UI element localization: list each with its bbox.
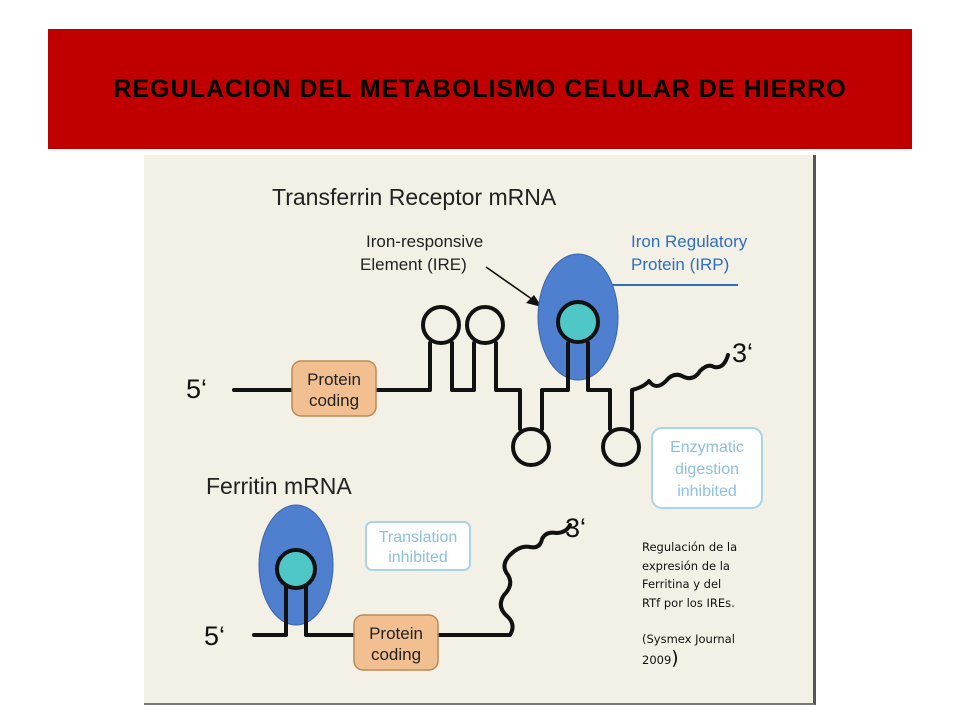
tfr-mrna-strand [232,341,730,431]
enzymatic-line3: inhibited [677,483,737,500]
caption-year-line: 2009) [642,646,792,670]
ire-label-line1: Iron-responsive [366,232,483,251]
tfr-mrna-title: Transferrin Receptor mRNA [272,184,557,210]
tfr-ire-loop-bound [556,300,600,344]
irp-label-line1: Iron Regulatory [631,232,748,251]
ferritin-mrna-title: Ferritin mRNA [206,473,352,499]
tfr-ire-loop-4 [601,427,641,467]
tfr-protein-line1: Protein [307,370,361,389]
caption-line4: RTf por los IREs. [642,595,735,610]
ferritin-three-prime: 3‘ [565,513,586,543]
ferritin-protein-coding-box [353,614,439,671]
tfr-three-prime: 3‘ [732,338,753,368]
caption-line2: expresión de la [642,558,730,573]
tfr-ire-loop-1 [421,305,461,345]
enzymatic-line2: digestion [675,461,739,478]
ire-pointer-arrowhead [526,295,542,307]
enzymatic-line1: Enzymatic [670,439,744,456]
caption-line1: Regulación de la [642,540,738,554]
translation-note-box [365,521,471,571]
caption-year: 2009 [642,652,672,667]
ire-label-line2: Element (IRE) [360,255,467,274]
caption-close-paren: ) [671,646,679,669]
ferritin-five-prime: 5‘ [204,621,225,651]
irp-label-line2: Protein (IRP) [631,255,729,274]
caption-source: (Sysmex Journal [642,632,735,646]
tfr-ire-loop-2 [465,305,505,345]
figure-caption: Regulación de la expresión de la Ferriti… [642,538,792,669]
title-banner: REGULACION DEL METABOLISMO CELULAR DE HI… [48,29,912,149]
ferritin-ire-loop-bound [275,548,317,590]
enzymatic-note-box [651,427,763,509]
ire-diagram: Transferrin Receptor mRNA Iron-responsiv… [186,184,763,671]
iron-regulation-figure: Transferrin Receptor mRNA Iron-responsiv… [144,155,816,705]
tfr-five-prime: 5‘ [186,374,207,404]
ferritin-protein-line2: coding [371,645,421,664]
translation-line1: Translation [379,529,458,546]
caption-line3: Ferritina y del [642,577,722,591]
slide-title: REGULACION DEL METABOLISMO CELULAR DE HI… [113,75,847,103]
translation-line2: inhibited [388,549,448,566]
ire-pointer-line [485,266,537,303]
tfr-protein-coding-box [291,360,377,417]
ferritin-protein-line1: Protein [369,624,423,643]
tfr-ire-loop-3 [511,427,551,467]
tfr-protein-line2: coding [309,391,359,410]
ferritin-mrna-strand [252,523,572,637]
